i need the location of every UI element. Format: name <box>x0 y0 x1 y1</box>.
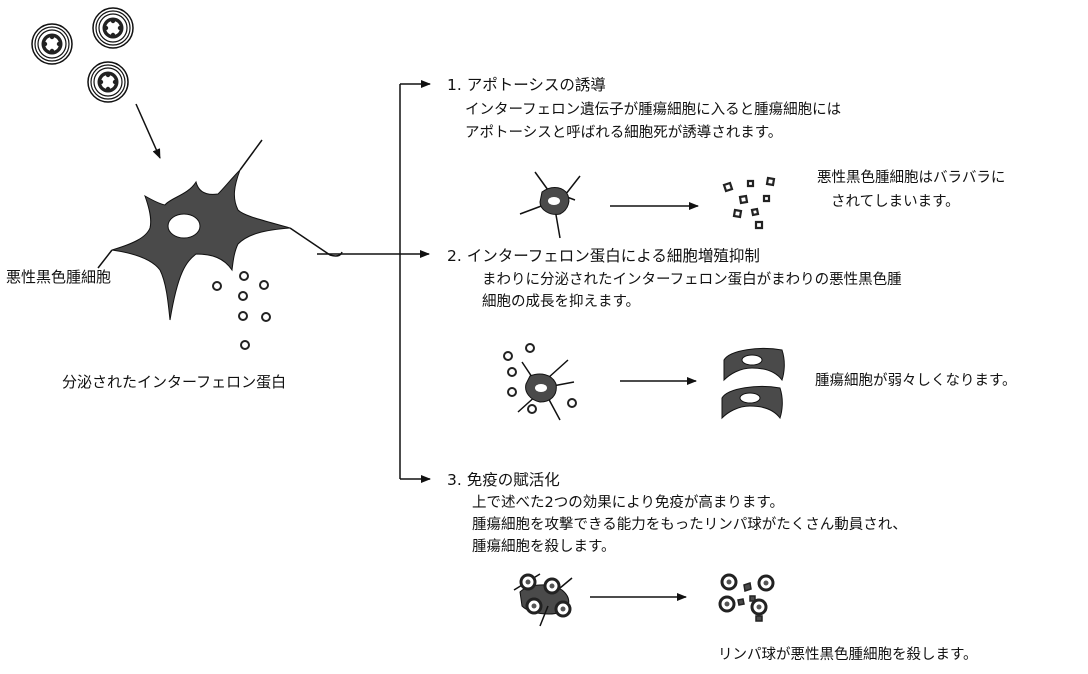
step-3-result-line-1: リンパ球が悪性黒色腫細胞を殺します。 <box>718 647 978 663</box>
lymphocyte <box>543 577 561 595</box>
branch-connectors <box>317 80 431 483</box>
gene-vector-particles <box>31 7 134 103</box>
lymphocyte <box>525 597 543 615</box>
step-1-result-line-2: されてしまいます。 <box>831 194 960 210</box>
secreted-interferon-label: 分泌されたインターフェロン蛋白 <box>62 373 287 391</box>
step-1-text-line-1: インターフェロン遺伝子が腫瘍細胞に入ると腫瘍細胞には <box>465 102 842 118</box>
step-1-result-line-1: 悪性黒色腫細胞はバラバラに <box>817 170 1006 186</box>
step-3-text-line-2: 腫瘍細胞を攻撃できる能力をもったリンパ球がたくさん動員され、 <box>472 517 907 533</box>
virus-particle <box>87 61 129 103</box>
lymphocyte <box>750 598 768 616</box>
lymphocyte <box>718 595 736 613</box>
apoptosis-illustration <box>519 171 776 239</box>
virus-particle <box>92 7 134 49</box>
step-3-heading: 3. 免疫の賦活化 <box>447 471 560 489</box>
lymphocyte <box>519 573 537 591</box>
immune-attack-illustration <box>513 573 775 627</box>
step-2-text-line-1: まわりに分泌されたインターフェロン蛋白がまわりの悪性黒色腫 <box>482 272 902 288</box>
melanoma-cell <box>97 139 343 321</box>
lymphocyte <box>720 573 738 591</box>
step-1-text-line-2: アポトーシスと呼ばれる細胞死が誘導されます。 <box>465 125 783 141</box>
lymphocyte <box>554 600 572 618</box>
step-3-text-line-1: 上で述べた2つの効果により免疫が高まります。 <box>472 495 784 511</box>
step-3-text-line-3: 腫瘍細胞を殺します。 <box>472 539 616 555</box>
melanoma-cell-label: 悪性黒色腫細胞 <box>6 268 112 286</box>
step-2-heading: 2. インターフェロン蛋白による細胞増殖抑制 <box>447 247 760 265</box>
infection-arrow <box>135 103 161 159</box>
growth-suppression-illustration <box>503 343 785 421</box>
step-2-text-line-2: 細胞の成長を抑えます。 <box>482 294 641 310</box>
step-1-heading: 1. アポトーシスの誘導 <box>447 76 606 94</box>
secreted-interferon-dots <box>212 271 271 350</box>
lymphocyte <box>757 574 775 592</box>
cell-fragments <box>722 176 776 230</box>
step-2-result-line-1: 腫瘍細胞が弱々しくなります。 <box>815 373 1017 389</box>
virus-particle <box>31 23 73 65</box>
